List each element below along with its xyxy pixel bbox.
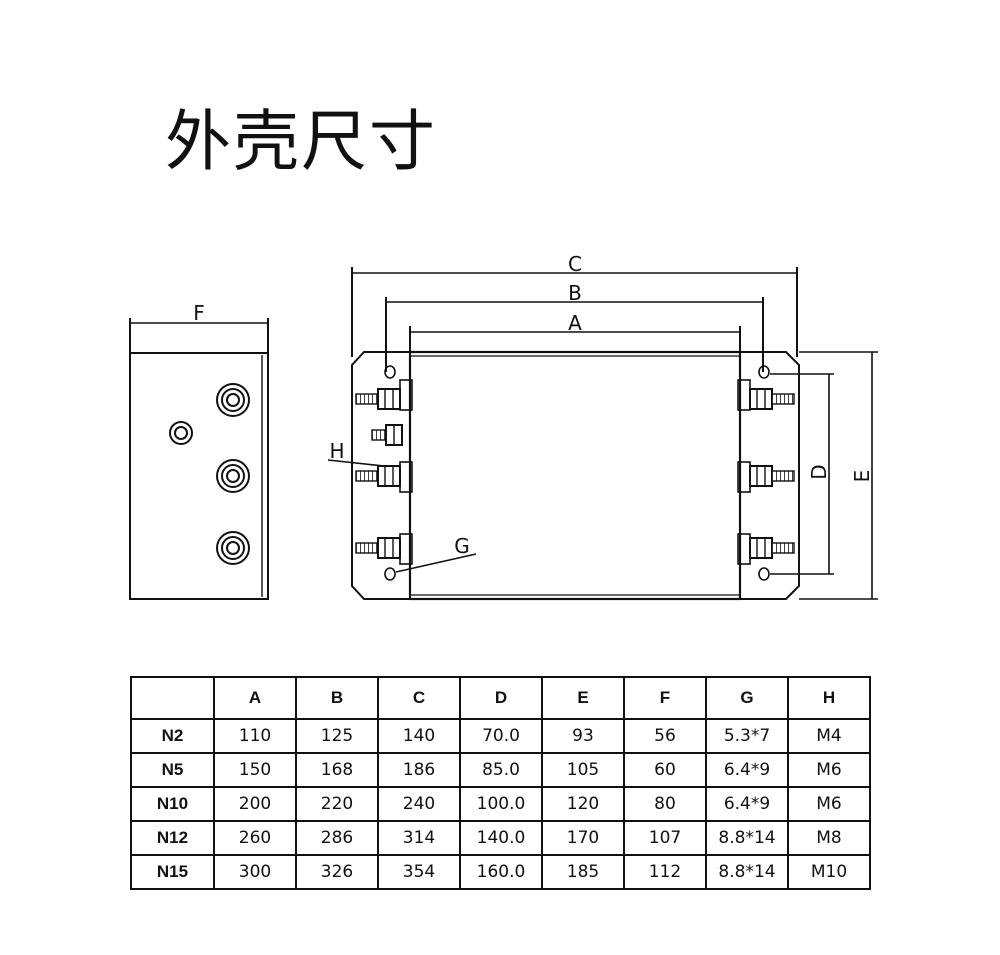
table-cell: M8 bbox=[787, 820, 871, 856]
ground-stud-icon bbox=[371, 424, 403, 446]
table-header: C bbox=[377, 676, 461, 720]
table-cell: 56 bbox=[623, 718, 707, 754]
dimension-table: A B C D E F G H N2 110 125 140 70.0 93 5… bbox=[130, 676, 871, 890]
table-cell: 200 bbox=[213, 786, 297, 822]
table-cell: 300 bbox=[213, 854, 297, 890]
table-cell: 354 bbox=[377, 854, 461, 890]
table-cell: 8.8*14 bbox=[705, 854, 789, 890]
table-header-row: A B C D E F G H bbox=[130, 676, 871, 720]
table-cell: N12 bbox=[130, 820, 215, 856]
table-cell: 6.4*9 bbox=[705, 786, 789, 822]
table-cell: 220 bbox=[295, 786, 379, 822]
table-cell: N10 bbox=[130, 786, 215, 822]
table-cell: M10 bbox=[787, 854, 871, 890]
table-cell: M6 bbox=[787, 786, 871, 822]
table-header: B bbox=[295, 676, 379, 720]
mounting-hole-icon bbox=[384, 567, 396, 581]
table-cell: N2 bbox=[130, 718, 215, 754]
dim-label-d: D bbox=[807, 464, 831, 479]
table-cell: 85.0 bbox=[459, 752, 543, 788]
terminal-bushing-icon bbox=[216, 459, 250, 493]
table-header: D bbox=[459, 676, 543, 720]
mounting-hole-icon bbox=[758, 567, 770, 581]
table-header: G bbox=[705, 676, 789, 720]
terminal-stud-icon bbox=[355, 465, 401, 487]
table-row: N12 260 286 314 140.0 170 107 8.8*14 M8 bbox=[130, 820, 871, 856]
table-cell: 70.0 bbox=[459, 718, 543, 754]
terminal-stud-icon bbox=[355, 537, 401, 559]
enclosure-drawing: F bbox=[129, 252, 878, 601]
page-title: 外壳尺寸 bbox=[165, 103, 437, 180]
table-cell: 6.4*9 bbox=[705, 752, 789, 788]
table-cell: 140.0 bbox=[459, 820, 543, 856]
table-cell: 150 bbox=[213, 752, 297, 788]
table-cell: M6 bbox=[787, 752, 871, 788]
dim-label-h: H bbox=[329, 439, 344, 463]
table-header: H bbox=[787, 676, 871, 720]
terminal-bushing-icon bbox=[216, 383, 250, 417]
table-cell: 168 bbox=[295, 752, 379, 788]
table-cell: 240 bbox=[377, 786, 461, 822]
table-header bbox=[130, 676, 215, 720]
terminal-stud-icon bbox=[749, 537, 795, 559]
dim-label-f: F bbox=[193, 301, 205, 325]
table-cell: 8.8*14 bbox=[705, 820, 789, 856]
table-cell: M4 bbox=[787, 718, 871, 754]
table-cell: 112 bbox=[623, 854, 707, 890]
mounting-hole-icon bbox=[384, 365, 396, 379]
table-cell: 326 bbox=[295, 854, 379, 890]
table-row: N15 300 326 354 160.0 185 112 8.8*14 M10 bbox=[130, 854, 871, 890]
table-cell: 105 bbox=[541, 752, 625, 788]
table-row: N5 150 168 186 85.0 105 60 6.4*9 M6 bbox=[130, 752, 871, 788]
table-cell: 93 bbox=[541, 718, 625, 754]
dim-label-b: B bbox=[568, 281, 582, 305]
terminal-bushing-icon bbox=[216, 531, 250, 565]
dim-label-a: A bbox=[568, 311, 582, 335]
dim-label-g: G bbox=[454, 534, 470, 558]
terminal-stud-icon bbox=[749, 388, 795, 410]
table-cell: 120 bbox=[541, 786, 625, 822]
table-cell: 185 bbox=[541, 854, 625, 890]
table-cell: 140 bbox=[377, 718, 461, 754]
dim-label-e: E bbox=[850, 470, 874, 483]
mounting-hole-icon bbox=[758, 365, 770, 379]
table-cell: 60 bbox=[623, 752, 707, 788]
table-cell: 110 bbox=[213, 718, 297, 754]
front-view bbox=[327, 267, 878, 601]
side-view bbox=[129, 318, 269, 600]
terminal-stud-icon bbox=[355, 388, 401, 410]
table-header: F bbox=[623, 676, 707, 720]
table-row: N2 110 125 140 70.0 93 56 5.3*7 M4 bbox=[130, 718, 871, 754]
table-header: E bbox=[541, 676, 625, 720]
table-cell: 5.3*7 bbox=[705, 718, 789, 754]
table-cell: 314 bbox=[377, 820, 461, 856]
table-cell: N5 bbox=[130, 752, 215, 788]
terminal-stud-icon bbox=[749, 465, 795, 487]
table-cell: 160.0 bbox=[459, 854, 543, 890]
table-cell: 286 bbox=[295, 820, 379, 856]
table-cell: 100.0 bbox=[459, 786, 543, 822]
table-row: N10 200 220 240 100.0 120 80 6.4*9 M6 bbox=[130, 786, 871, 822]
table-cell: 260 bbox=[213, 820, 297, 856]
table-cell: 125 bbox=[295, 718, 379, 754]
dim-label-c: C bbox=[568, 252, 582, 276]
table-cell: 107 bbox=[623, 820, 707, 856]
table-cell: N15 bbox=[130, 854, 215, 890]
table-cell: 170 bbox=[541, 820, 625, 856]
table-header: A bbox=[213, 676, 297, 720]
table-cell: 80 bbox=[623, 786, 707, 822]
table-cell: 186 bbox=[377, 752, 461, 788]
